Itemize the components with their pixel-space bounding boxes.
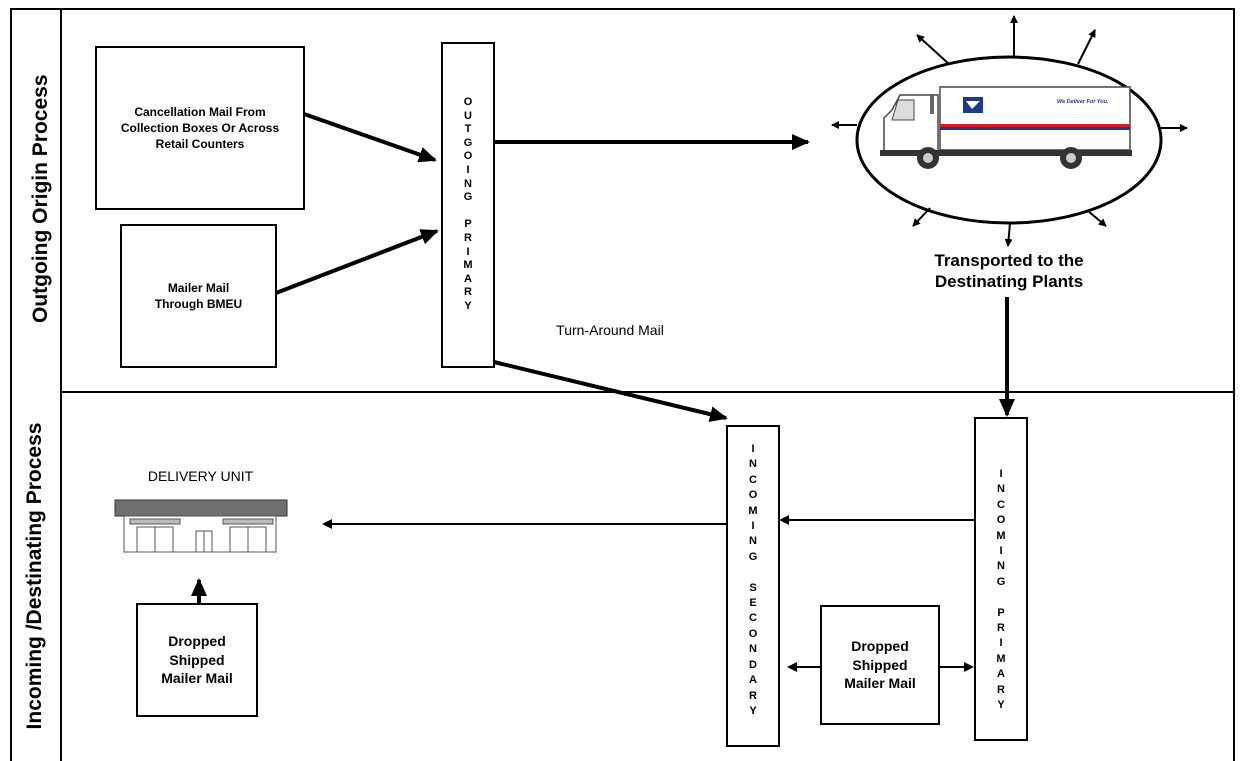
cancellation-mail-box: Cancellation Mail From Collection Boxes … <box>95 46 305 210</box>
vertical-letter: G <box>443 191 493 205</box>
vertical-letter: C <box>728 473 778 488</box>
dropped-mail-left-text: Dropped Shipped Mailer Mail <box>148 632 246 689</box>
vertical-letter: R <box>443 232 493 246</box>
vertical-letter: S <box>728 581 778 596</box>
vertical-letter: O <box>728 627 778 642</box>
vertical-letter: R <box>728 689 778 704</box>
vertical-letter: D <box>728 658 778 673</box>
vertical-letter: O <box>443 96 493 110</box>
vertical-letter: P <box>443 218 493 232</box>
mailer-bmeu-text: Mailer Mail Through BMEU <box>150 280 247 312</box>
dropped-mail-box-right: Dropped Shipped Mailer Mail <box>820 605 940 725</box>
delivery-unit-label: DELIVERY UNIT <box>118 468 283 484</box>
radiate-nw <box>917 35 949 64</box>
vertical-letter: I <box>443 164 493 178</box>
radiate-ne <box>1078 30 1095 64</box>
transported-label: Transported to the Destinating Plants <box>895 250 1123 293</box>
vertical-letter: Y <box>443 300 493 314</box>
delivery-unit-building-icon <box>115 500 287 552</box>
vertical-letter: I <box>728 519 778 534</box>
vertical-letter: A <box>728 673 778 688</box>
vertical-letter: M <box>976 652 1026 667</box>
vertical-letter: I <box>443 246 493 260</box>
vertical-letter: E <box>728 596 778 611</box>
cancellation-mail-text: Cancellation Mail From Collection Boxes … <box>109 104 291 153</box>
vertical-letter: I <box>976 467 1026 482</box>
vertical-letter: A <box>443 273 493 287</box>
vertical-letter <box>976 590 1026 605</box>
vertical-letter: N <box>728 534 778 549</box>
radiate-se <box>1088 211 1106 226</box>
vertical-letter: U <box>443 110 493 124</box>
dropped-mail-box-left: Dropped Shipped Mailer Mail <box>136 603 258 717</box>
radiate-sw <box>913 208 930 226</box>
vertical-letter: G <box>976 575 1026 590</box>
dropped-mail-right-text: Dropped Shipped Mailer Mail <box>832 637 928 694</box>
vertical-letter: R <box>976 621 1026 636</box>
mailer-bmeu-box: Mailer Mail Through BMEU <box>120 224 277 368</box>
turn-around-label: Turn-Around Mail <box>545 321 675 340</box>
vertical-letter: O <box>728 488 778 503</box>
vertical-letter: R <box>976 683 1026 698</box>
vertical-letter: I <box>976 544 1026 559</box>
vertical-letter: G <box>728 550 778 565</box>
vertical-letter: C <box>728 611 778 626</box>
vertical-letter: O <box>443 150 493 164</box>
vertical-letter: O <box>976 513 1026 528</box>
arrow-turn-around <box>494 362 726 418</box>
radiate-s <box>1008 223 1010 246</box>
vertical-letter: I <box>976 636 1026 651</box>
vertical-letter: M <box>443 259 493 273</box>
vertical-letter: N <box>976 559 1026 574</box>
vertical-letter: A <box>976 667 1026 682</box>
vertical-letter: N <box>728 457 778 472</box>
vertical-letter: N <box>976 482 1026 497</box>
vertical-letter: R <box>443 286 493 300</box>
arrow-cancellation-to-outgoing <box>304 114 435 160</box>
vertical-letter: T <box>443 123 493 137</box>
vertical-letter: C <box>976 498 1026 513</box>
vertical-letter: Y <box>976 698 1026 713</box>
vertical-letter: N <box>443 178 493 192</box>
vertical-letter <box>728 565 778 580</box>
vertical-letter: N <box>728 642 778 657</box>
vertical-letter: M <box>728 504 778 519</box>
vertical-letter: P <box>976 606 1026 621</box>
vertical-letter: Y <box>728 704 778 719</box>
vertical-letter: M <box>976 529 1026 544</box>
vertical-letter <box>443 205 493 219</box>
vertical-letter: G <box>443 137 493 151</box>
vertical-letter: I <box>728 442 778 457</box>
arrow-bmeu-to-outgoing <box>276 231 437 293</box>
truck-slogan: We Deliver For You. <box>1057 99 1109 105</box>
